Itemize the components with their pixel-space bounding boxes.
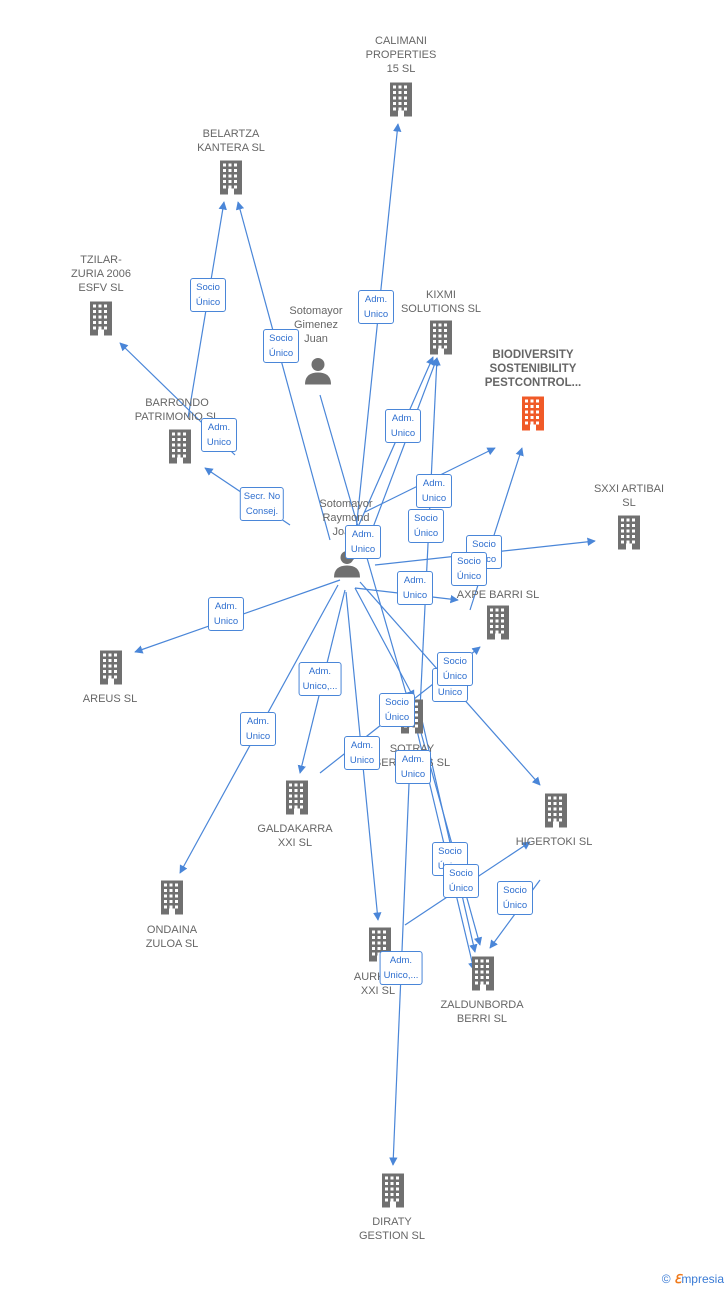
edge-label-adm-unico: Adm. Unico (416, 474, 452, 508)
node-higertoki-label[interactable]: HIGERTOKI SL (515, 836, 593, 848)
node-belartza-label[interactable]: BELARTZA KANTERA SL (197, 128, 265, 154)
building-icon[interactable] (468, 955, 498, 996)
person-icon[interactable] (303, 356, 333, 391)
building-icon[interactable] (386, 81, 416, 122)
person-juan-label[interactable]: Sotomayor Gimenez Juan (289, 305, 343, 345)
building-icon[interactable] (282, 779, 312, 820)
building-icon[interactable] (86, 300, 116, 341)
building-icon[interactable] (541, 792, 571, 833)
relation-edge (418, 357, 441, 731)
node-areus-label[interactable]: AREUS SL (82, 693, 138, 705)
edge-label-socio-unico: Socio Único (408, 509, 444, 543)
edge-label-adm-unico: Adm. Unico (345, 525, 381, 559)
edge-label-adm-unico-ellipsis: Adm. Unico,... (379, 951, 423, 985)
empresia-watermark: © ℇmpresia (662, 1272, 724, 1286)
building-icon[interactable] (614, 514, 644, 555)
node-calimani-label[interactable]: CALIMANI PROPERTIES 15 SL (365, 35, 437, 75)
edge-label-adm-unico: Adm. Unico (344, 736, 380, 770)
edge-label-socio-unico: Socio Único (263, 329, 299, 363)
relation-edge (371, 357, 439, 531)
edge-label-adm-unico: Adm. Unico (395, 750, 431, 784)
edge-label-adm-unico: Adm. Unico (208, 597, 244, 631)
edge-label-adm-unico: Adm. Unico (358, 290, 394, 324)
building-icon[interactable] (216, 159, 246, 200)
node-sxxi-label[interactable]: SXXI ARTIBAI SL (593, 483, 665, 509)
node-biodiversity-label[interactable]: BIODIVERSITY SOSTENIBILITY PESTCONTROL..… (484, 349, 582, 389)
node-tzilar-label[interactable]: TZILAR- ZURIA 2006 ESFV SL (71, 254, 131, 294)
node-galdakarra-label[interactable]: GALDAKARRA XXI SL (257, 823, 333, 849)
relation-edge (354, 587, 415, 699)
node-ondaina-label[interactable]: ONDAINA ZULOA SL (145, 924, 199, 950)
building-icon[interactable] (378, 1172, 408, 1213)
empresia-logo-icon: ℇ (673, 1272, 682, 1286)
building-icon[interactable] (426, 319, 456, 360)
edge-label-socio-unico: Socio Único (379, 693, 415, 727)
building-icon[interactable] (157, 879, 187, 920)
edge-label-socio-unico: Socio Único (497, 881, 533, 915)
node-axpe-label[interactable]: AXPE BARRI SL (456, 589, 540, 601)
edge-label-socio-unico: Socio Único (190, 278, 226, 312)
building-icon[interactable] (518, 395, 548, 436)
node-kixmi-label[interactable]: KIXMI SOLUTIONS SL (400, 289, 482, 315)
empresia-brand: mpresia (681, 1272, 724, 1286)
edge-label-socio-unico: Socio Único (437, 652, 473, 686)
edge-label-adm-unico: Adm. Unico (385, 409, 421, 443)
node-diraty-label[interactable]: DIRATY GESTION SL (358, 1216, 426, 1242)
edge-label-socio-unico: Socio Único (443, 864, 479, 898)
building-icon[interactable] (165, 428, 195, 469)
building-icon[interactable] (96, 649, 126, 690)
relation-edge (352, 123, 402, 561)
edge-label-secr-no-consej: Secr. No Consej. (239, 487, 285, 521)
copyright-icon: © (661, 1272, 671, 1286)
edge-label-adm-unico-ellipsis: Adm. Unico,... (298, 662, 342, 696)
relation-edge (349, 356, 434, 546)
edge-label-socio-unico: Socio Único (451, 552, 487, 586)
node-zaldunborda-label[interactable]: ZALDUNBORDA BERRI SL (440, 999, 524, 1025)
edge-label-adm-unico: Adm. Unico (201, 418, 237, 452)
relation-edge (235, 201, 331, 541)
edge-label-adm-unico: Adm. Unico (240, 712, 276, 746)
building-icon[interactable] (483, 604, 513, 645)
edge-label-adm-unico: Adm. Unico (397, 571, 433, 605)
